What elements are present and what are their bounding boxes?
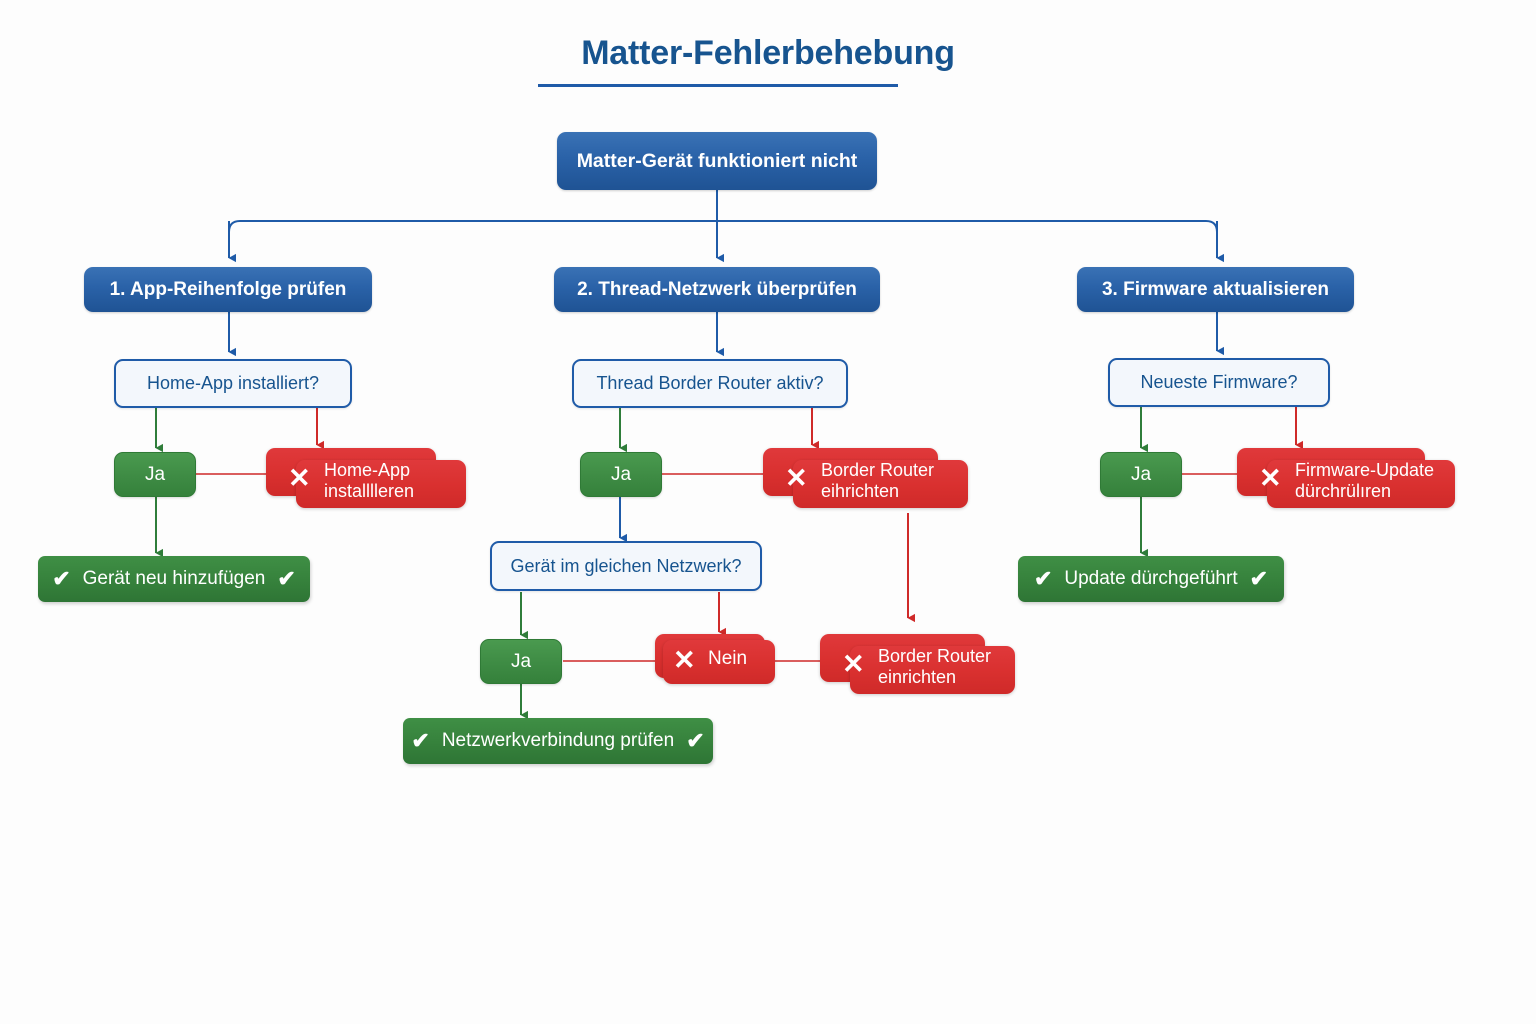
title-underline — [538, 84, 898, 87]
decision-border-router-active[interactable]: Thread Border Router aktiv? — [572, 359, 848, 408]
section-header-2[interactable]: 2. Thread-Netzwerk überprüfen — [554, 267, 880, 312]
branch-yes-3[interactable]: Ja — [1100, 452, 1182, 497]
cross-icon: ✕ — [673, 645, 696, 675]
branch-yes-2b[interactable]: Ja — [480, 639, 562, 684]
result-add-device-again: ✔ Gerät neu hinzufügen ✔ — [38, 556, 310, 602]
result-check-network-connection: ✔ Netzwerkverbindung prüfen ✔ — [403, 718, 713, 764]
cross-icon: ✕ — [785, 463, 808, 493]
check-icon-left: ✔ — [411, 728, 430, 753]
root-node[interactable]: Matter-Gerät funktioniert nicht — [557, 132, 877, 190]
branch-no-2b[interactable]: ✕ Nein — [655, 634, 775, 688]
red-plate-front — [1267, 460, 1455, 508]
branch-yes-2a[interactable]: Ja — [580, 452, 662, 497]
check-icon-right: ✔ — [277, 566, 296, 591]
cross-icon: ✕ — [288, 463, 311, 493]
red-plate-front — [296, 460, 466, 508]
red-plate-front — [850, 646, 1015, 694]
check-icon-left: ✔ — [52, 566, 71, 591]
section-header-3[interactable]: 3. Firmware aktualisieren — [1077, 267, 1354, 312]
cross-icon: ✕ — [1259, 463, 1282, 493]
action-setup-border-router-2[interactable]: ✕ Border Router einrichten — [820, 634, 1015, 700]
action-label: Border Router eihrichten — [821, 460, 935, 502]
action-label: Home-App installlleren — [324, 460, 415, 502]
action-perform-firmware-update[interactable]: ✕ Firmware-Update dürchrülıren — [1237, 448, 1455, 514]
red-plate-front — [793, 460, 968, 508]
red-plate-front — [663, 640, 775, 684]
result-label: Update dürchgeführt — [1064, 568, 1238, 589]
action-label: Firmware-Update dürchrülıren — [1295, 460, 1435, 502]
result-label: Gerät neu hinzufügen — [82, 568, 266, 589]
branch-yes-1[interactable]: Ja — [114, 452, 196, 497]
check-icon-left: ✔ — [1033, 566, 1053, 591]
action-label: Border Router einrichten — [878, 646, 992, 688]
check-icon-right: ✔ — [1249, 566, 1269, 591]
action-install-home-app[interactable]: ✕ Home-App installlleren — [266, 448, 466, 514]
check-icon-right: ✔ — [686, 728, 705, 753]
decision-same-network[interactable]: Gerät im gleichen Netzwerk? — [490, 541, 762, 591]
section-header-1[interactable]: 1. App-Reihenfolge prüfen — [84, 267, 372, 312]
branch-no-label: Nein — [708, 648, 748, 669]
cross-icon: ✕ — [842, 649, 865, 679]
result-label: Netzwerkverbindung prüfen — [441, 730, 675, 751]
decision-home-app-installed[interactable]: Home-App installiert? — [114, 359, 352, 408]
result-update-performed: ✔ Update dürchgeführt ✔ — [1018, 556, 1284, 602]
page-title: Matter-Fehlerbehebung — [581, 34, 955, 72]
decision-latest-firmware[interactable]: Neueste Firmware? — [1108, 358, 1330, 407]
action-setup-border-router-1[interactable]: ✕ Border Router eihrichten — [763, 448, 968, 514]
